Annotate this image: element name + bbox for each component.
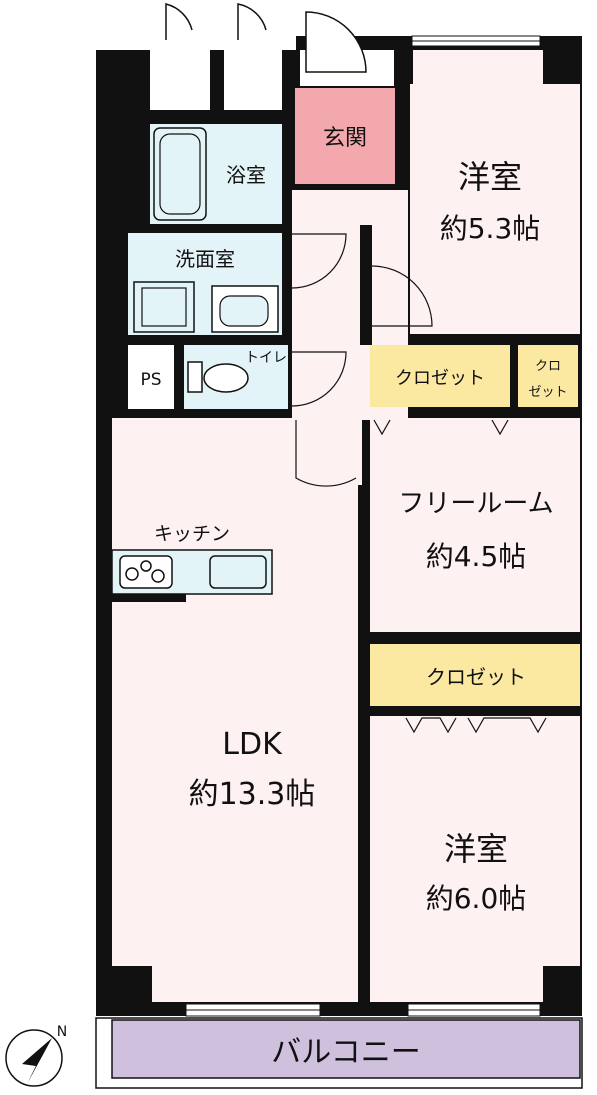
label-western-1-size: 約5.3帖: [440, 212, 541, 245]
outdoor-unit-a: [150, 50, 210, 110]
compass-icon: N: [5, 1024, 67, 1087]
label-free-room-name: フリールーム: [398, 489, 553, 519]
kitchen-sink: [209, 555, 267, 589]
top-notch: [96, 36, 296, 50]
toilet-bowl: [203, 363, 249, 393]
washing-machine: [133, 281, 195, 333]
toilet-tank: [187, 361, 203, 393]
room-ldk: [112, 418, 358, 1002]
room-free: [370, 418, 580, 632]
door-toilet: [291, 351, 347, 407]
label-ldk-size: 約13.3帖: [189, 777, 316, 812]
burner-2: [140, 560, 152, 572]
door-ldk: [295, 420, 357, 487]
label-closet-c: クロゼット: [426, 665, 526, 689]
closet-a-door-marks-2: [491, 419, 509, 436]
bathtub: [153, 127, 207, 221]
closet-c-door-marks-2: [467, 717, 547, 734]
washing-machine-inner: [141, 287, 187, 327]
closet-c-door-marks: [405, 717, 457, 734]
room-western-1: [410, 50, 580, 334]
compass-north-label: N: [57, 1024, 67, 1040]
label-washroom: 洗面室: [175, 247, 235, 271]
door-unit-a: [165, 3, 193, 40]
label-closet-a: クロゼット: [395, 368, 485, 389]
label-western-1-name: 洋室: [458, 158, 522, 196]
ldk-corner: [112, 966, 152, 1002]
label-closet-b-1: クロ: [535, 359, 561, 374]
burner-3: [151, 569, 165, 583]
burner-1: [125, 567, 139, 581]
door-entrance: [305, 11, 367, 73]
label-ps: PS: [140, 370, 161, 390]
label-closet-b-2: ゼット: [528, 385, 567, 400]
room-ps: [128, 345, 174, 409]
door-unit-b: [237, 3, 267, 40]
label-entrance: 玄関: [323, 126, 367, 151]
balcony-floor: [111, 1019, 581, 1079]
closet-c: [370, 644, 580, 706]
bathtub-inner: [159, 133, 201, 215]
label-balcony: バルコニー: [271, 1035, 420, 1070]
label-kitchen: キッチン: [154, 523, 230, 545]
closet-a-door-marks: [373, 419, 391, 436]
western-1-corner: [543, 50, 580, 84]
label-ldk-name: LDK: [222, 727, 283, 762]
room-entrance: [295, 88, 395, 184]
label-bath: 浴室: [226, 163, 266, 187]
western-2-corner: [543, 966, 580, 1002]
outdoor-unit-b: [224, 50, 282, 110]
label-free-room-size: 約4.5帖: [426, 540, 527, 573]
door-western-1: [371, 265, 433, 327]
closet-b: [518, 345, 578, 407]
door-washroom: [291, 233, 347, 289]
corridor-wall-a: [360, 225, 372, 345]
closet-a: [370, 345, 510, 407]
room-western-2: [370, 716, 580, 1002]
western-1-corner-left: [405, 50, 413, 84]
label-western-2-size: 約6.0帖: [426, 882, 527, 915]
label-western-2-name: 洋室: [444, 830, 508, 868]
wash-basin-bowl: [219, 295, 269, 327]
kitchen-base: [112, 594, 186, 602]
label-toilet: トイレ: [245, 350, 287, 366]
